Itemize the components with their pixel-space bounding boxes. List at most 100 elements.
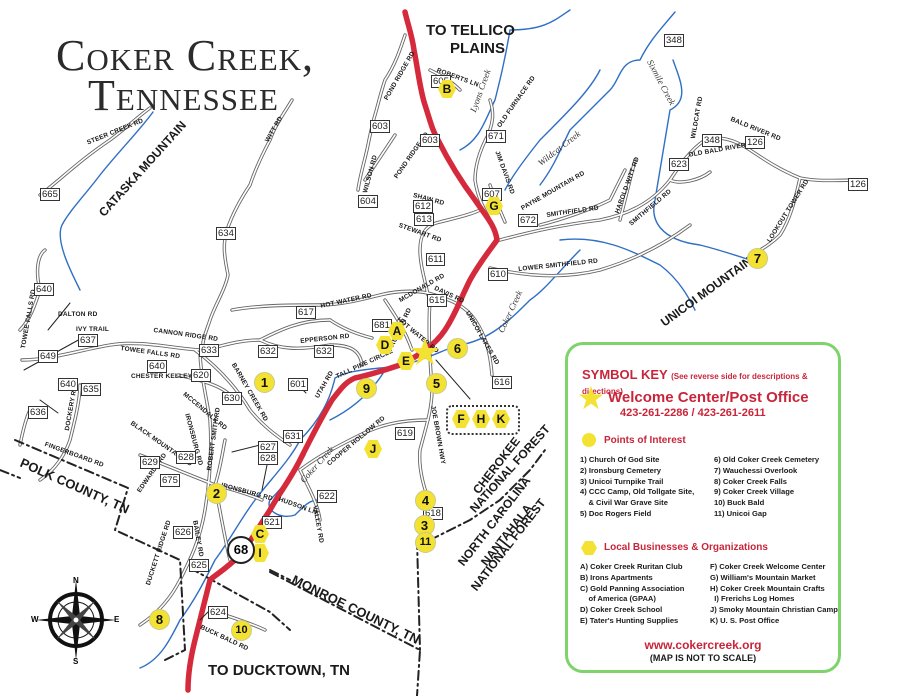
route-shield-630: 630 bbox=[222, 392, 242, 405]
route-shield-601: 601 bbox=[288, 378, 308, 391]
key-business-item: A) Coker Creek Ruritan Club bbox=[580, 562, 683, 571]
route-shield-603: 603 bbox=[370, 120, 390, 133]
road-dalton: DALTON RD bbox=[58, 311, 98, 318]
route-shield-619: 619 bbox=[395, 427, 415, 440]
business-marker-d[interactable]: D bbox=[376, 336, 394, 354]
business-marker-j[interactable]: J bbox=[364, 440, 382, 458]
key-business-item: J) Smoky Mountain Christian Camp bbox=[710, 605, 838, 615]
key-poi-item: 3) Unicoi Turnpike Trail bbox=[580, 476, 664, 486]
road-ivy-trail: IVY TRAIL bbox=[76, 326, 110, 333]
poi-marker-6[interactable]: 6 bbox=[447, 338, 468, 359]
compass-w: W bbox=[31, 615, 39, 624]
key-business-item: G) William's Mountain Market bbox=[710, 572, 816, 582]
direction-ducktown: TO DUCKTOWN, TN bbox=[208, 662, 350, 679]
route-shield-671: 671 bbox=[486, 130, 506, 143]
key-poi-item: 9) Coker Creek Village bbox=[714, 487, 795, 497]
route-shield-621: 621 bbox=[262, 516, 282, 529]
highway-68-shield: 68 bbox=[227, 536, 255, 564]
route-shield-616: 616 bbox=[492, 376, 512, 389]
poi-marker-8[interactable]: 8 bbox=[149, 609, 170, 630]
direction-tellico-line1: TO TELLICO bbox=[426, 22, 515, 39]
route-shield-625: 625 bbox=[189, 559, 209, 572]
route-shield-348: 348 bbox=[702, 134, 722, 147]
key-business-heading: Local Businesses & Organizations bbox=[604, 542, 768, 553]
poi-marker-9[interactable]: 9 bbox=[356, 378, 377, 399]
route-shield-620: 620 bbox=[191, 369, 211, 382]
key-poi-list-left: 1) Church Of God Site 2) Ironsburg Cemet… bbox=[580, 455, 694, 520]
scale-note: (MAP IS NOT TO SCALE) bbox=[649, 653, 757, 663]
route-shield-622: 622 bbox=[317, 490, 337, 503]
business-marker-h[interactable]: H bbox=[472, 410, 490, 428]
key-poi-item: 8) Coker Creek Falls bbox=[714, 476, 788, 486]
boundaries bbox=[0, 439, 546, 696]
compass-n: N bbox=[73, 576, 79, 585]
key-business-item: E) Tater's Hunting Supplies bbox=[580, 615, 679, 625]
route-shield-603: 603 bbox=[420, 134, 440, 147]
key-poi-list-right: 6) Old Coker Creek Cemetery 7) Wauchessi… bbox=[714, 455, 819, 520]
route-shield-628: 628 bbox=[176, 451, 196, 464]
website-link[interactable]: www.cokercreek.org bbox=[644, 638, 762, 652]
key-welcome-center: Welcome Center/Post Office bbox=[608, 389, 809, 406]
route-shield-628: 628 bbox=[258, 452, 278, 465]
route-shield-623: 623 bbox=[669, 158, 689, 171]
key-business-item: B) Irons Apartments bbox=[580, 572, 653, 582]
compass-s: S bbox=[73, 657, 79, 666]
business-marker-f[interactable]: F bbox=[452, 410, 470, 428]
key-business-list-left: A) Coker Creek Ruritan Club B) Irons Apa… bbox=[580, 562, 684, 627]
route-shield-635: 635 bbox=[81, 383, 101, 396]
welcome-center-star-icon[interactable] bbox=[410, 338, 440, 366]
symbol-key-panel: SYMBOL KEY (See reverse side for descrip… bbox=[565, 342, 841, 673]
poi-marker-5[interactable]: 5 bbox=[426, 373, 447, 394]
route-shield-610: 610 bbox=[488, 268, 508, 281]
route-shield-126: 126 bbox=[745, 136, 765, 149]
business-marker-c[interactable]: C bbox=[251, 525, 269, 543]
poi-marker-4[interactable]: 4 bbox=[415, 490, 436, 511]
route-shield-617: 617 bbox=[296, 306, 316, 319]
route-shield-637: 637 bbox=[78, 334, 98, 347]
key-poi-heading: Points of Interest bbox=[604, 435, 686, 446]
fhk-group-box bbox=[446, 405, 520, 435]
key-business-item: K) U. S. Post Office bbox=[710, 615, 780, 625]
compass-rose bbox=[36, 580, 116, 660]
poi-marker-10[interactable]: 10 bbox=[231, 620, 252, 641]
route-shield-675: 675 bbox=[160, 474, 180, 487]
route-shield-634: 634 bbox=[216, 227, 236, 240]
route-shield-640: 640 bbox=[147, 360, 167, 373]
symbol-key-title: SYMBOL KEY (See reverse side for descrip… bbox=[582, 367, 838, 397]
route-shield-631: 631 bbox=[283, 430, 303, 443]
route-shield-626: 626 bbox=[173, 526, 193, 539]
business-marker-a[interactable]: A bbox=[388, 322, 406, 340]
key-business-item: H) Coker Creek Mountain Crafts bbox=[710, 583, 825, 593]
key-poi-item: 5) Doc Rogers Field bbox=[580, 508, 652, 518]
route-shield-632: 632 bbox=[258, 345, 278, 358]
key-business-item: F) Coker Creek Welcome Center bbox=[710, 562, 826, 571]
business-marker-k[interactable]: K bbox=[492, 410, 510, 428]
direction-tellico-line2: PLAINS bbox=[450, 40, 506, 57]
creeks bbox=[59, 9, 751, 669]
route-shield-624: 624 bbox=[208, 606, 228, 619]
route-shield-604: 604 bbox=[358, 195, 378, 208]
symbol-key-note: (See reverse side for descriptions & dir… bbox=[582, 372, 808, 396]
key-poi-dot-icon bbox=[582, 433, 596, 447]
key-star-icon bbox=[578, 385, 604, 410]
route-shield-611: 611 bbox=[426, 253, 446, 266]
key-business-item: I) Frerichs Log Homes bbox=[710, 594, 795, 604]
key-poi-item: & Civil War Grave Site bbox=[580, 498, 668, 508]
map-title-line2: Tennessee bbox=[88, 71, 279, 120]
route-shield-612: 612 bbox=[413, 200, 433, 213]
route-shield-613: 613 bbox=[414, 213, 434, 226]
key-poi-item: 10) Buck Bald bbox=[714, 498, 765, 508]
route-shield-632: 632 bbox=[314, 345, 334, 358]
poi-marker-1[interactable]: 1 bbox=[254, 372, 275, 393]
compass-e: E bbox=[114, 615, 120, 624]
business-marker-g[interactable]: G bbox=[485, 197, 503, 215]
route-shield-672: 672 bbox=[518, 214, 538, 227]
business-marker-b[interactable]: B bbox=[438, 80, 456, 98]
business-marker-e[interactable]: E bbox=[397, 352, 415, 370]
key-poi-item: 2) Ironsburg Cemetery bbox=[580, 465, 662, 475]
poi-marker-11[interactable]: 11 bbox=[415, 532, 436, 553]
poi-marker-7[interactable]: 7 bbox=[747, 248, 768, 269]
poi-marker-2[interactable]: 2 bbox=[206, 483, 227, 504]
key-poi-item: 7) Wauchessi Overlook bbox=[714, 465, 798, 475]
business-marker-i[interactable]: I bbox=[251, 544, 269, 562]
